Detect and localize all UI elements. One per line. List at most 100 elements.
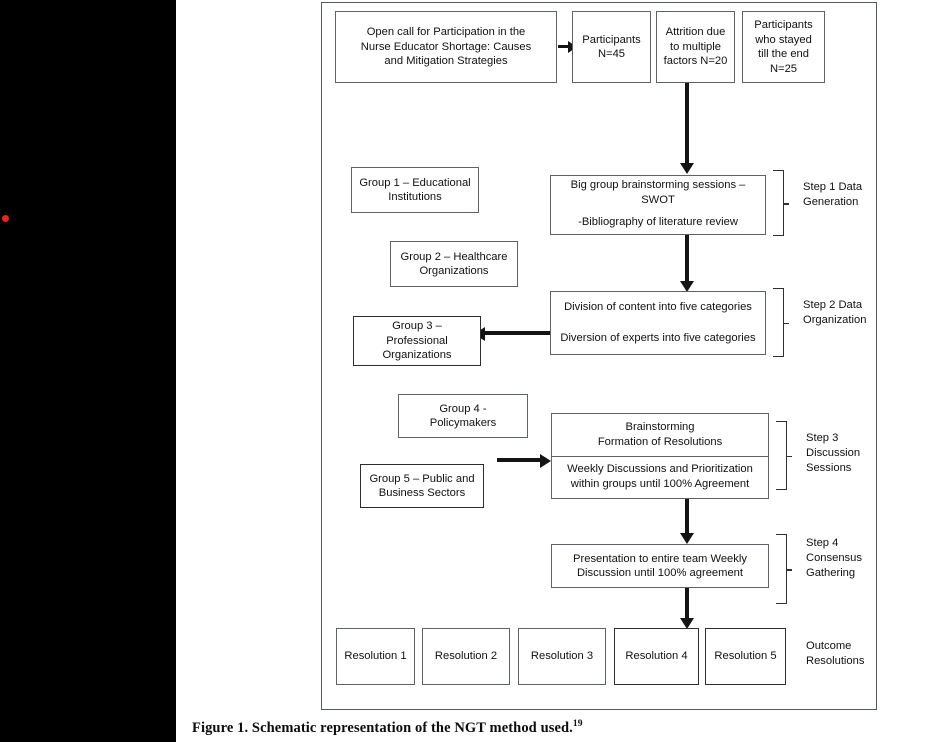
step3-bottom-line-1: Weekly Discussions and Prioritization — [567, 463, 753, 476]
resolution-box-5: Resolution 5 — [705, 628, 786, 685]
step3-top-cell: Brainstorming Formation of Resolutions — [552, 414, 768, 456]
attrition-box: Attrition due to multiple factors N=20 — [656, 11, 735, 83]
group-3-line-2: Professional — [386, 334, 448, 347]
step3-top-line-1: Brainstorming — [625, 420, 695, 433]
step2-box: Division of content into five categories… — [550, 291, 766, 355]
step1-top-line-1: Big group brainstorming sessions – — [570, 179, 746, 191]
step1-top-line-2: SWOT — [641, 194, 675, 206]
step1-bottom-line-1: -Bibliography of literature review — [578, 216, 738, 228]
arrow-step3-to-step4 — [685, 499, 689, 537]
attrition-line-1: Attrition due — [665, 26, 726, 39]
page-sidebar-bar — [0, 0, 176, 742]
arrow-step1-to-step2-head — [679, 281, 694, 292]
group-2-line-2: Organizations — [419, 265, 489, 277]
arrow-attrition-to-step1 — [685, 83, 689, 166]
step3-label-line-1: Step 3 — [806, 432, 839, 444]
step4-label-line-2: Consensus — [806, 552, 862, 564]
stayed-line-4: N=25 — [769, 62, 798, 75]
stayed-line-1: Participants — [754, 19, 813, 31]
step2-label-line-2: Data — [838, 299, 863, 311]
resolution-label-1: Resolution 1 — [344, 650, 407, 663]
attrition-line-3: factors N=20 — [663, 55, 728, 68]
step4-bracket-tick — [786, 569, 792, 571]
group-5-line-2: Business Sectors — [378, 487, 466, 499]
group-1-line-2: Institutions — [388, 191, 442, 203]
step1-bracket — [773, 170, 789, 236]
step2-bottom-cell: Diversion of experts into five categorie… — [551, 322, 765, 355]
group-4-line-1: Group 4 - — [439, 402, 487, 415]
step2-label: Step 2 Data Organization — [803, 298, 876, 328]
group-1-box: Group 1 – Educational Institutions — [351, 167, 479, 213]
step4-line-1: Presentation to entire team Weekly — [573, 552, 747, 565]
marker-dot-icon — [2, 215, 9, 222]
arrow-step4-to-resolutions — [685, 588, 689, 621]
attrition-line-2: to multiple — [670, 40, 721, 53]
open-call-line-3: and Mitigation Strategies — [384, 55, 508, 68]
group-3-line-3: Organizations — [382, 349, 452, 362]
step3-label-line-3: Sessions — [806, 462, 852, 474]
step1-top-cell: Big group brainstorming sessions – SWOT — [551, 176, 765, 210]
step2-top-cell: Division of content into five categories — [551, 292, 765, 323]
step4-label: Step 4 Consensus Gathering — [806, 536, 876, 581]
step4-label-line-1: Step 4 — [806, 537, 839, 549]
open-call-line-2: Nurse Educator Shortage: Causes — [360, 40, 532, 53]
outcome-label-line-2: Resolutions — [806, 655, 865, 667]
step3-label: Step 3 Discussion Sessions — [806, 431, 876, 476]
group-3-box: Group 3 – Professional Organizations — [353, 316, 481, 366]
step2-bracket — [773, 288, 789, 357]
group-4-box: Group 4 - Policymakers — [398, 394, 528, 438]
step1-bracket-tick — [783, 203, 789, 205]
step3-label-line-2: Discussion — [806, 447, 861, 459]
step3-top-line-2: Formation of Resolutions — [597, 435, 723, 448]
step1-label-line-2: Data — [838, 181, 863, 193]
figure-frame: Open call for Participation in the Nurse… — [321, 2, 877, 710]
open-call-line-1: Open call for Participation in the — [366, 26, 526, 39]
step2-label-line-1: Step 2 — [803, 299, 836, 311]
resolution-box-1: Resolution 1 — [336, 628, 415, 685]
step4-line-2: Discussion until 100% agreement — [576, 567, 744, 579]
group-5-line-1: Group 5 – Public and — [369, 472, 475, 485]
step3-box: Brainstorming Formation of Resolutions W… — [551, 413, 769, 499]
group-2-box: Group 2 – Healthcare Organizations — [390, 241, 518, 287]
arrow-groups-to-step3 — [497, 458, 541, 462]
group-3-line-1: Group 3 – — [392, 320, 442, 333]
arrow-step2-to-group3 — [483, 331, 550, 335]
step1-label-line-1: Step 1 — [803, 181, 836, 193]
figure-caption-reference: 19 — [572, 719, 583, 729]
resolution-label-4: Resolution 4 — [625, 650, 688, 663]
step2-bottom-line-1: Diversion of experts into five categorie… — [560, 332, 756, 345]
resolution-label-3: Resolution 3 — [530, 650, 594, 663]
step4-label-line-3: Gathering — [806, 567, 856, 579]
step3-bottom-cell: Weekly Discussions and Prioritization wi… — [552, 455, 768, 499]
step4-bracket — [776, 534, 792, 604]
resolution-label-2: Resolution 2 — [434, 650, 498, 663]
step2-top-line-1: Division of content into five categories — [564, 300, 752, 313]
participants-box: Participants N=45 — [572, 11, 651, 83]
arrow-attrition-to-step1-head — [679, 163, 694, 174]
resolution-box-2: Resolution 2 — [422, 628, 510, 685]
arrow-call-to-participants — [558, 45, 570, 48]
step3-bracket — [776, 421, 792, 490]
resolution-label-5: Resolution 5 — [714, 650, 777, 663]
stayed-line-2: who stayed — [755, 33, 812, 46]
participants-line-2: N=45 — [597, 48, 626, 60]
step1-label: Step 1 Data Generation — [803, 180, 876, 210]
group-2-line-1: Group 2 – Healthcare — [400, 250, 508, 263]
arrow-groups-to-step3-head — [540, 453, 551, 468]
step3-bracket-tick — [786, 455, 792, 458]
arrow-step3-to-step4-head — [679, 533, 694, 544]
step1-label-line-3: Generation — [803, 196, 859, 208]
step4-box: Presentation to entire team Weekly Discu… — [551, 544, 769, 588]
stayed-box: Participants who stayed till the end N=2… — [742, 11, 825, 83]
step2-label-line-3: Organization — [803, 314, 867, 326]
group-1-line-1: Group 1 – Educational — [359, 176, 471, 189]
outcome-label: Outcome Resolutions — [806, 639, 876, 669]
resolution-box-3: Resolution 3 — [518, 628, 606, 685]
figure-caption: Figure 1. Schematic representation of th… — [192, 719, 932, 737]
open-call-box: Open call for Participation in the Nurse… — [335, 11, 557, 83]
group-4-line-2: Policymakers — [429, 417, 497, 429]
arrow-step4-to-resolutions-head — [679, 618, 694, 629]
step3-bottom-line-2: within groups until 100% Agreement — [570, 478, 750, 491]
step1-box: Big group brainstorming sessions – SWOT … — [550, 175, 766, 235]
arrow-step1-to-step2 — [685, 235, 689, 285]
